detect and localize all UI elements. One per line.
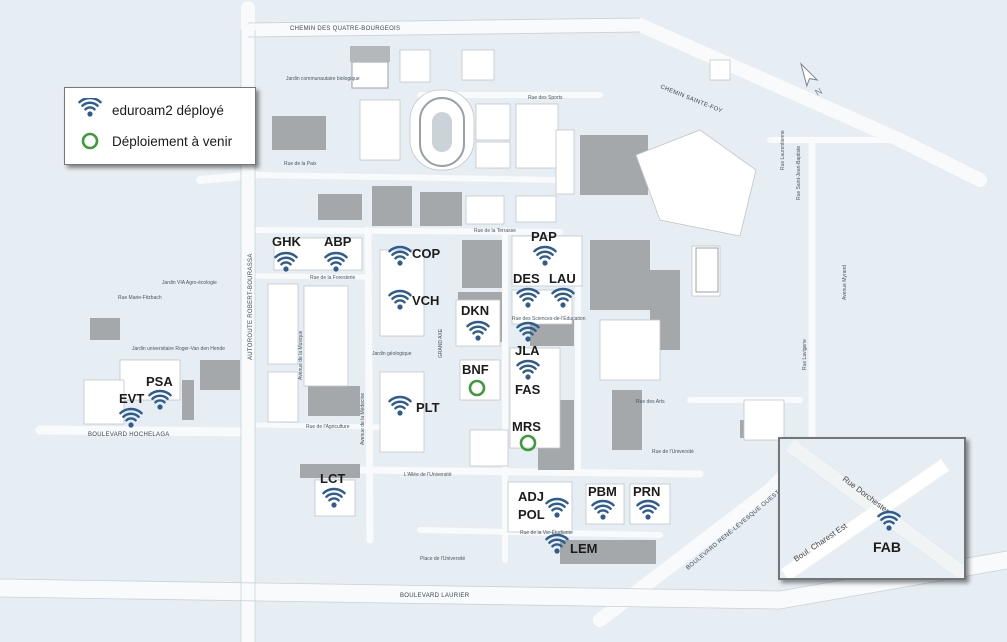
building-label: JLA	[515, 343, 540, 358]
building-marker-pol[interactable]: POL	[518, 497, 569, 522]
north-arrow-icon: N	[800, 62, 824, 98]
building-marker-cop[interactable]: COP	[388, 245, 441, 267]
building-marker-adj[interactable]: ADJ	[518, 489, 544, 504]
building-marker-lct[interactable]: LCT	[320, 471, 346, 509]
street-quatre-bourgeois: CHEMIN DES QUATRE-BOURGEOIS	[290, 26, 400, 32]
label-jardin-vandenhende: Jardin universitaire Roger-Van den Hende	[132, 346, 225, 352]
building-label: VCH	[412, 293, 439, 308]
building-label: DKN	[461, 303, 489, 318]
legend-label: Déploiement à venir	[112, 133, 233, 149]
building-marker-lau[interactable]: LAU	[549, 271, 576, 309]
building-label: BNF	[462, 362, 489, 377]
street-place-universite: Place de l'Université	[420, 556, 465, 562]
street-foresterie: Rue de la Foresterie	[310, 275, 356, 281]
label-jardin-via: Jardin VIA Agro-écologie	[162, 280, 217, 286]
building-marker-fab[interactable]: FAB	[873, 510, 901, 555]
legend-label: eduroam2 déployé	[112, 102, 224, 118]
building-label: PSA	[146, 374, 173, 389]
building-label: MRS	[512, 419, 541, 434]
label-jardin-geologique: Jardin géologique	[372, 351, 412, 357]
building-label: FAS	[515, 382, 541, 397]
building-label: PLT	[416, 400, 440, 415]
street-myrand: Avenue Myrand	[842, 265, 848, 300]
legend-item-planned: Déploiement à venir	[77, 129, 232, 153]
building-marker-pbm[interactable]: PBM	[588, 484, 617, 521]
street-avenue-musique: Avenue de la Musique	[298, 330, 304, 380]
legend-item-deployed: eduroam2 déployé	[77, 98, 224, 122]
building-label: PBM	[588, 484, 617, 499]
building-label: LEM	[570, 541, 597, 556]
building-label: ADJ	[518, 489, 544, 504]
wifi-icon	[77, 98, 103, 122]
street-laurier: BOULEVARD LAURIER	[400, 593, 470, 599]
label-jardin-communautaire: Jardin communautaire biologique	[286, 76, 360, 82]
street-allee-universite: L'Allée de l'Université	[404, 472, 452, 478]
street-sports: Rue des Sports	[528, 95, 563, 101]
street-hochelaga: BOULEVARD HOCHELAGA	[88, 432, 170, 438]
building-marker-bnf[interactable]: BNF	[462, 362, 489, 397]
building-label: ABP	[324, 234, 352, 249]
building-marker-mrs[interactable]: MRS	[512, 419, 541, 452]
building-marker-lem[interactable]: LEM	[545, 533, 597, 556]
building-label: LAU	[549, 271, 576, 286]
street-marie-fitzbach: Rue Marie-Fitzbach	[118, 295, 162, 301]
street-laurentienne: Rue Laurentienne	[780, 130, 786, 170]
building-marker-plt[interactable]: PLT	[388, 395, 440, 417]
building-marker-abp[interactable]: ABP	[324, 234, 352, 273]
street-lavigerie: Rue Lavigerie	[802, 339, 808, 370]
building-label: EVT	[119, 391, 144, 406]
building-marker-jla[interactable]: JLA	[515, 321, 540, 358]
building-label: LCT	[320, 471, 345, 486]
building-marker-vch[interactable]: VCH	[388, 289, 439, 311]
street-avenue-medecine: Avenue de la Médecine	[360, 393, 366, 445]
building-label: COP	[412, 246, 441, 261]
street-sciences-education: Rue des Sciences-de-l'Éducation	[512, 315, 586, 322]
building-marker-dkn[interactable]: DKN	[461, 303, 490, 342]
street-paix: Rue de la Paix	[284, 161, 317, 167]
street-terrasse: Rue de la Terrasse	[474, 228, 516, 234]
building-marker-pap[interactable]: PAP	[531, 229, 557, 267]
building-marker-prn[interactable]: PRN	[633, 484, 660, 521]
building-marker-des[interactable]: DES	[513, 271, 540, 309]
street-universite: Rue de l'Université	[652, 449, 694, 455]
street-arts: Rue des Arts	[636, 399, 665, 405]
street-saint-jean-baptiste: Rue Saint-Jean-Baptiste	[796, 146, 802, 200]
stadium	[350, 46, 719, 293]
street-agriculture: Rue de l'Agriculture	[306, 424, 350, 430]
planned-circle-icon	[77, 129, 103, 153]
building-marker-ghk[interactable]: GHK	[272, 234, 302, 273]
street-vie-etudiante: Rue de la Vie-Étudiante	[520, 529, 573, 536]
building-marker-psa[interactable]: PSA	[146, 374, 173, 411]
campus-buildings-light	[83, 49, 785, 533]
building-marker-fas[interactable]: FAS	[515, 359, 541, 397]
building-marker-evt[interactable]: EVT	[119, 391, 144, 429]
street-robert-bourassa: AUTOROUTE ROBERT-BOURASSA	[248, 253, 254, 360]
building-label: POL	[518, 507, 545, 522]
building-label: PRN	[633, 484, 660, 499]
map-legend: eduroam2 déployé Déploiement à venir	[64, 87, 256, 165]
building-label: FAB	[873, 539, 901, 555]
building-label: PAP	[531, 229, 557, 244]
street-grand-axe: GRAND AXE	[438, 328, 444, 358]
svg-text:N: N	[813, 86, 824, 98]
building-label: GHK	[272, 234, 302, 249]
building-label: DES	[513, 271, 540, 286]
